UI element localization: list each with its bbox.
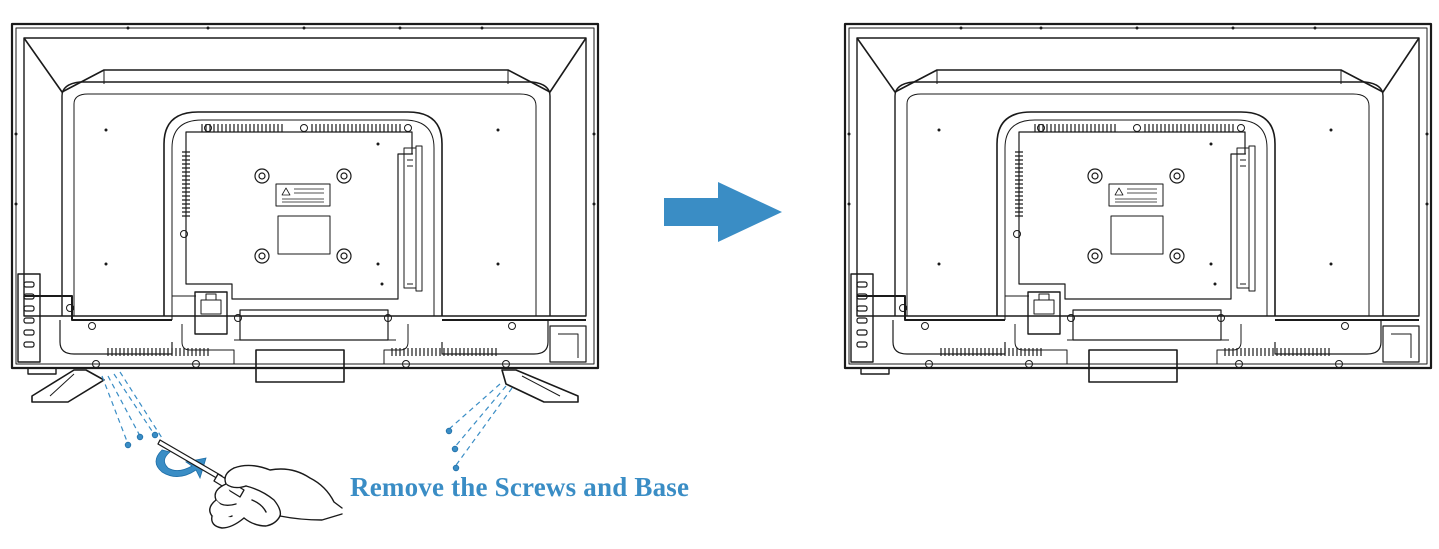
instruction-caption: Remove the Screws and Base <box>350 472 690 502</box>
screwdriver-icon <box>157 439 245 498</box>
tv-back-with-stand-icon <box>10 22 600 403</box>
tv-back-without-stand-icon <box>843 22 1433 384</box>
hand-icon <box>209 464 343 529</box>
screw-removal-paths <box>101 371 513 469</box>
screw-icon <box>124 427 460 472</box>
stand-base <box>31 369 579 403</box>
rotate-counterclockwise-icon <box>155 449 207 480</box>
arrow-right-icon <box>664 182 782 242</box>
